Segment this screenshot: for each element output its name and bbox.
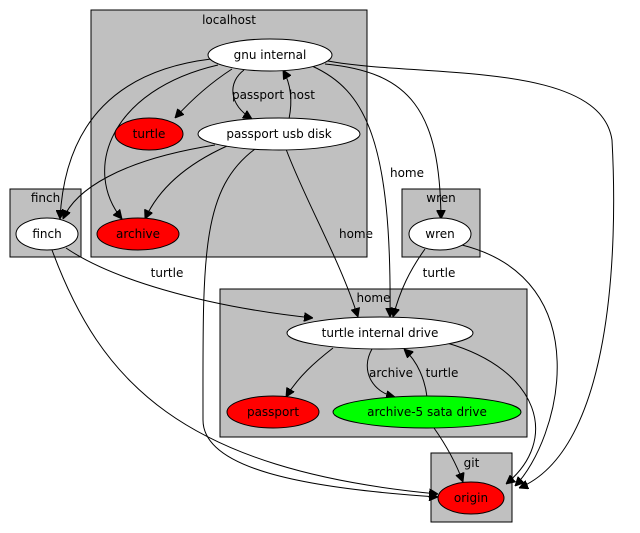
- edge-label-host: host: [289, 88, 315, 102]
- edge-label-archive: archive: [369, 366, 413, 380]
- edge-gnu-internal-to-finch: [60, 58, 212, 219]
- cluster-git-label: git: [464, 456, 480, 470]
- edge-passport-usb-disk-to-archive: [145, 145, 228, 219]
- node-archive5-sata-drive-label: archive-5 sata drive: [367, 405, 487, 419]
- node-archive-label: archive: [116, 227, 160, 241]
- edges: [51, 58, 615, 497]
- node-passport[interactable]: passport: [226, 395, 320, 429]
- edge-turtle-internal-drive-to-origin: [446, 342, 537, 484]
- node-archive5-sata-drive[interactable]: archive-5 sata drive: [332, 395, 522, 429]
- edge-wren-to-turtle-internal-drive: [393, 248, 426, 317]
- node-finch-label: finch: [32, 227, 61, 241]
- edge-passport-usb-disk-to-gnu-internal: [283, 70, 291, 120]
- edge-finch-to-origin: [51, 249, 438, 494]
- edge-passport-usb-disk-to-finch: [63, 144, 216, 219]
- node-passport-usb-disk-label: passport usb disk: [226, 127, 331, 141]
- node-finch[interactable]: finch: [15, 217, 79, 251]
- edge-label-home-passport: home: [339, 227, 373, 241]
- edge-archive5-to-turtle-internal-drive: [404, 349, 428, 398]
- edge-label-passport: passport: [232, 88, 284, 102]
- cluster-finch-label: finch: [31, 191, 60, 205]
- edge-archive5-to-origin: [433, 427, 463, 482]
- node-turtle[interactable]: turtle: [114, 117, 184, 151]
- edge-label-turtle-wren: turtle: [423, 266, 456, 280]
- edge-turtle-internal-drive-to-archive5: [366, 348, 395, 397]
- edge-gnu-internal-to-passport-usb-disk: [232, 69, 252, 119]
- edge-wren-to-origin: [461, 244, 558, 486]
- node-archive[interactable]: archive: [96, 217, 180, 251]
- edge-gnu-internal-to-turtle: [175, 68, 233, 118]
- node-turtle-internal-drive-label: turtle internal drive: [322, 326, 439, 340]
- edge-passport-usb-disk-to-turtle-internal-drive: [285, 148, 358, 317]
- node-wren[interactable]: wren: [408, 217, 472, 251]
- cluster-home-label: home: [356, 291, 390, 305]
- edge-gnu-internal-to-wren: [324, 63, 441, 219]
- edge-label-turtle-archive5: turtle: [426, 366, 459, 380]
- edge-gnu-internal-to-origin: [327, 60, 615, 488]
- node-gnu-internal[interactable]: gnu internal: [207, 38, 333, 72]
- edge-gnu-internal-to-turtle-internal-drive: [311, 65, 390, 317]
- node-passport-label: passport: [247, 405, 299, 419]
- node-passport-usb-disk[interactable]: passport usb disk: [197, 117, 361, 151]
- node-wren-label: wren: [425, 227, 454, 241]
- node-origin[interactable]: origin: [437, 481, 505, 515]
- node-gnu-internal-label: gnu internal: [234, 48, 307, 62]
- edge-finch-to-turtle-internal-drive: [65, 247, 313, 318]
- edge-passport-usb-disk-to-origin: [202, 148, 438, 497]
- edge-turtle-internal-drive-to-passport: [286, 347, 334, 397]
- node-origin-label: origin: [454, 491, 488, 505]
- node-turtle-label: turtle: [133, 127, 166, 141]
- edge-label-turtle-finch: turtle: [151, 266, 184, 280]
- edge-label-home-gnu: home: [390, 166, 424, 180]
- cluster-wren-label: wren: [426, 191, 455, 205]
- cluster-localhost-label: localhost: [202, 13, 256, 27]
- node-turtle-internal-drive[interactable]: turtle internal drive: [286, 316, 474, 350]
